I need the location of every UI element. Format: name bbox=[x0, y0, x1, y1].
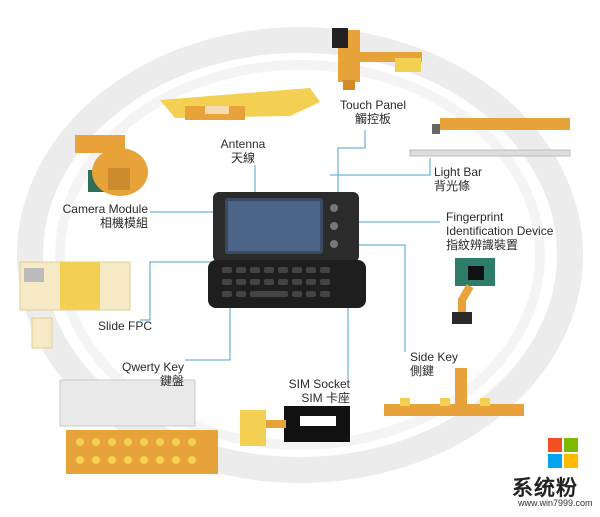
label-slide-fpc: Slide FPC bbox=[98, 319, 152, 333]
label-camera-module-en: Camera Module bbox=[62, 202, 148, 216]
label-touch-panel-en: Touch Panel bbox=[339, 98, 407, 112]
watermark-url: www.win7999.com bbox=[518, 498, 593, 508]
label-fingerprint: Fingerprint Identification Device 指紋辨識裝置 bbox=[446, 210, 553, 252]
label-side-key-zh: 側鍵 bbox=[410, 364, 435, 378]
label-qwerty-key: Qwerty Key 鍵盤 bbox=[100, 360, 184, 388]
phone-illustration bbox=[208, 192, 366, 308]
sim-socket-fpc bbox=[240, 406, 350, 446]
label-camera-module: Camera Module 相機模組 bbox=[40, 202, 148, 230]
label-slide-fpc-en: Slide FPC bbox=[98, 319, 153, 333]
camera-module-fpc bbox=[75, 135, 148, 196]
windows-tile-red bbox=[548, 438, 562, 452]
label-touch-panel: Touch Panel 觸控板 bbox=[334, 98, 412, 126]
qwerty-key-fpc bbox=[59, 379, 218, 474]
touch-panel-fpc bbox=[332, 28, 422, 90]
fingerprint-device bbox=[452, 258, 495, 324]
watermark-brand: 系统粉 bbox=[512, 477, 578, 500]
antenna-fpc bbox=[160, 88, 320, 120]
label-fingerprint-zh: 指紋辨識裝置 bbox=[446, 238, 519, 252]
slide-fpc bbox=[19, 261, 131, 349]
side-key-fpc bbox=[384, 368, 524, 416]
label-qwerty-key-zh: 鍵盤 bbox=[159, 374, 184, 388]
label-fingerprint-en-2: Identification Device bbox=[446, 224, 554, 238]
label-light-bar-zh: 背光條 bbox=[434, 179, 471, 193]
windows-tile-green bbox=[564, 438, 578, 452]
label-side-key-en: Side Key bbox=[410, 350, 459, 364]
label-touch-panel-zh: 觸控板 bbox=[354, 112, 391, 126]
label-antenna-zh: 天線 bbox=[230, 151, 255, 165]
windows-tile-blue bbox=[548, 454, 562, 468]
background-ring-inner bbox=[55, 60, 545, 450]
label-qwerty-key-en: Qwerty Key bbox=[121, 360, 184, 374]
watermark-logo: 系统粉 www.win7999.com bbox=[512, 438, 600, 508]
label-light-bar: Light Bar 背光條 bbox=[434, 165, 482, 193]
label-sim-socket: SIM Socket SIM 卡座 bbox=[276, 377, 350, 405]
label-sim-socket-en: SIM Socket bbox=[288, 377, 350, 391]
label-camera-module-zh: 相機模組 bbox=[99, 216, 148, 230]
label-side-key: Side Key 側鍵 bbox=[410, 350, 458, 378]
light-bar-fpc bbox=[409, 118, 571, 157]
background-ring bbox=[17, 27, 583, 483]
label-light-bar-en: Light Bar bbox=[434, 165, 483, 179]
windows-tile-yellow bbox=[564, 454, 578, 468]
label-antenna-en: Antenna bbox=[220, 137, 266, 151]
label-antenna: Antenna 天線 bbox=[212, 137, 274, 165]
label-fingerprint-en-1: Fingerprint bbox=[446, 210, 504, 224]
label-sim-socket-zh: SIM 卡座 bbox=[301, 391, 350, 405]
